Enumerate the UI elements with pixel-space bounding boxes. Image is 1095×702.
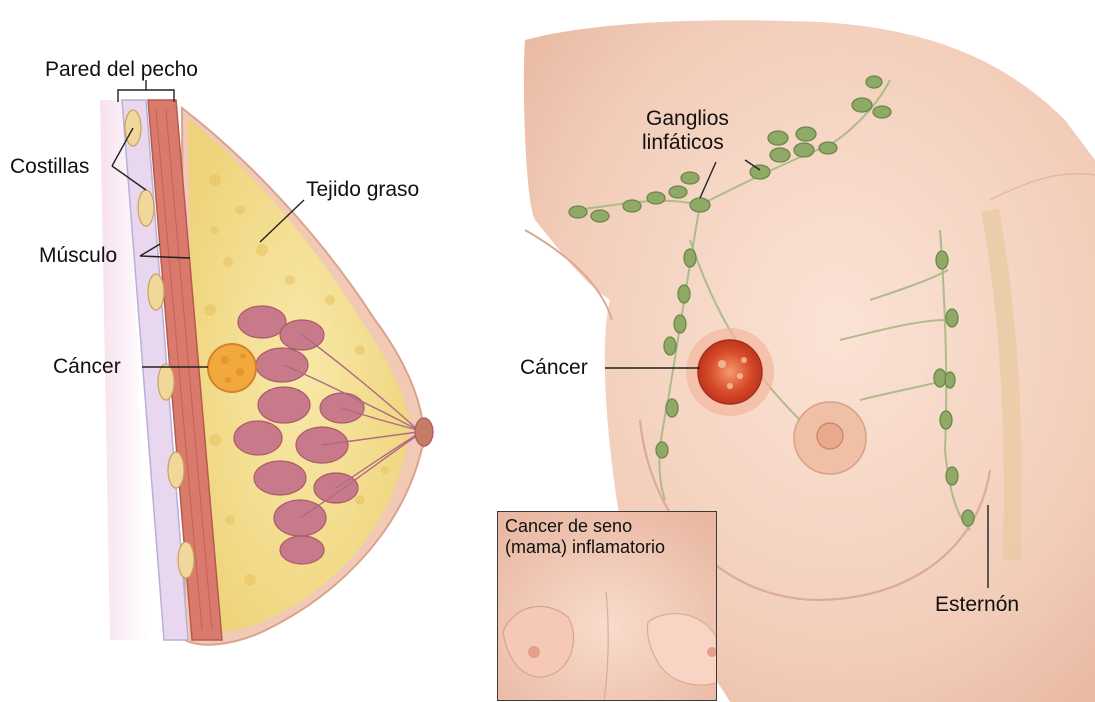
fatty-tissue-label: Tejido graso [306, 178, 419, 202]
sternum-label: Esternón [935, 593, 1019, 617]
front-tumor [698, 340, 762, 404]
chest-wall-label: Pared del pecho [45, 58, 198, 82]
side-tumor [208, 344, 256, 392]
nipple-side [415, 418, 433, 446]
nipple-front [817, 423, 843, 449]
side-view [100, 80, 433, 645]
front-cancer-label: Cáncer [520, 356, 588, 380]
inset-right-nipple [707, 647, 717, 657]
ribs-label: Costillas [10, 155, 89, 179]
inset-left-nipple [528, 646, 540, 658]
side-cancer-label: Cáncer [53, 355, 121, 379]
lymph-nodes-label-line2: linfáticos [642, 131, 724, 155]
lymph-nodes-label-line1: Ganglios [646, 107, 729, 131]
inset-title-line2: (mama) inflamatorio [505, 537, 665, 558]
inflammatory-cancer-inset: Cancer de seno (mama) inflamatorio [497, 511, 717, 701]
inset-title-line1: Cancer de seno [505, 516, 632, 537]
muscle-label: Músculo [39, 244, 117, 268]
